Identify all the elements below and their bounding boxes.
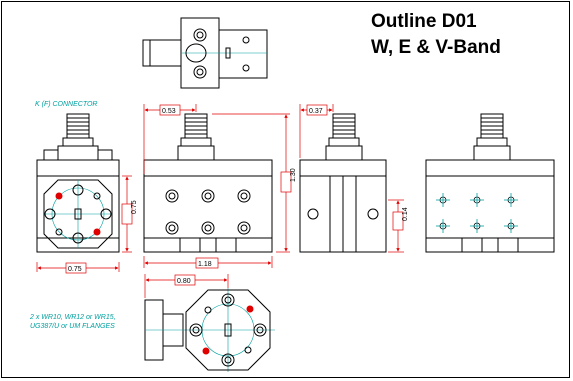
end-view xyxy=(299,113,387,253)
dim-side-width: 1.18 xyxy=(198,261,212,268)
dim-end-small: 0.14 xyxy=(402,207,409,221)
band-title: W, E & V-Band xyxy=(371,37,501,58)
flange-note-line2: UG387/U or UM FLANGES xyxy=(30,323,115,330)
back-view xyxy=(425,113,555,253)
dim-end-offset: 0.37 xyxy=(309,108,323,115)
side-view xyxy=(143,113,273,253)
flange-note-line1: 2 x WR10, WR12 or WR15, xyxy=(30,314,116,321)
side-dimensions xyxy=(143,104,292,269)
connector-label: K (F) CONNECTOR xyxy=(35,101,98,108)
dim-front-height: 0.75 xyxy=(131,200,138,214)
front-view xyxy=(36,113,120,253)
outline-title: Outline D01 xyxy=(371,11,477,32)
dim-front-width: 0.75 xyxy=(68,266,82,273)
bottom-dimensions xyxy=(144,274,229,298)
bottom-view xyxy=(144,288,275,372)
front-dimensions xyxy=(36,175,133,274)
dim-side-height: 1.30 xyxy=(290,168,297,182)
dim-bottom-width: 0.80 xyxy=(177,278,191,285)
end-dimensions xyxy=(299,104,404,253)
dim-side-offset: 0.53 xyxy=(162,108,176,115)
back-view-holes xyxy=(436,193,518,233)
top-view xyxy=(142,17,268,89)
